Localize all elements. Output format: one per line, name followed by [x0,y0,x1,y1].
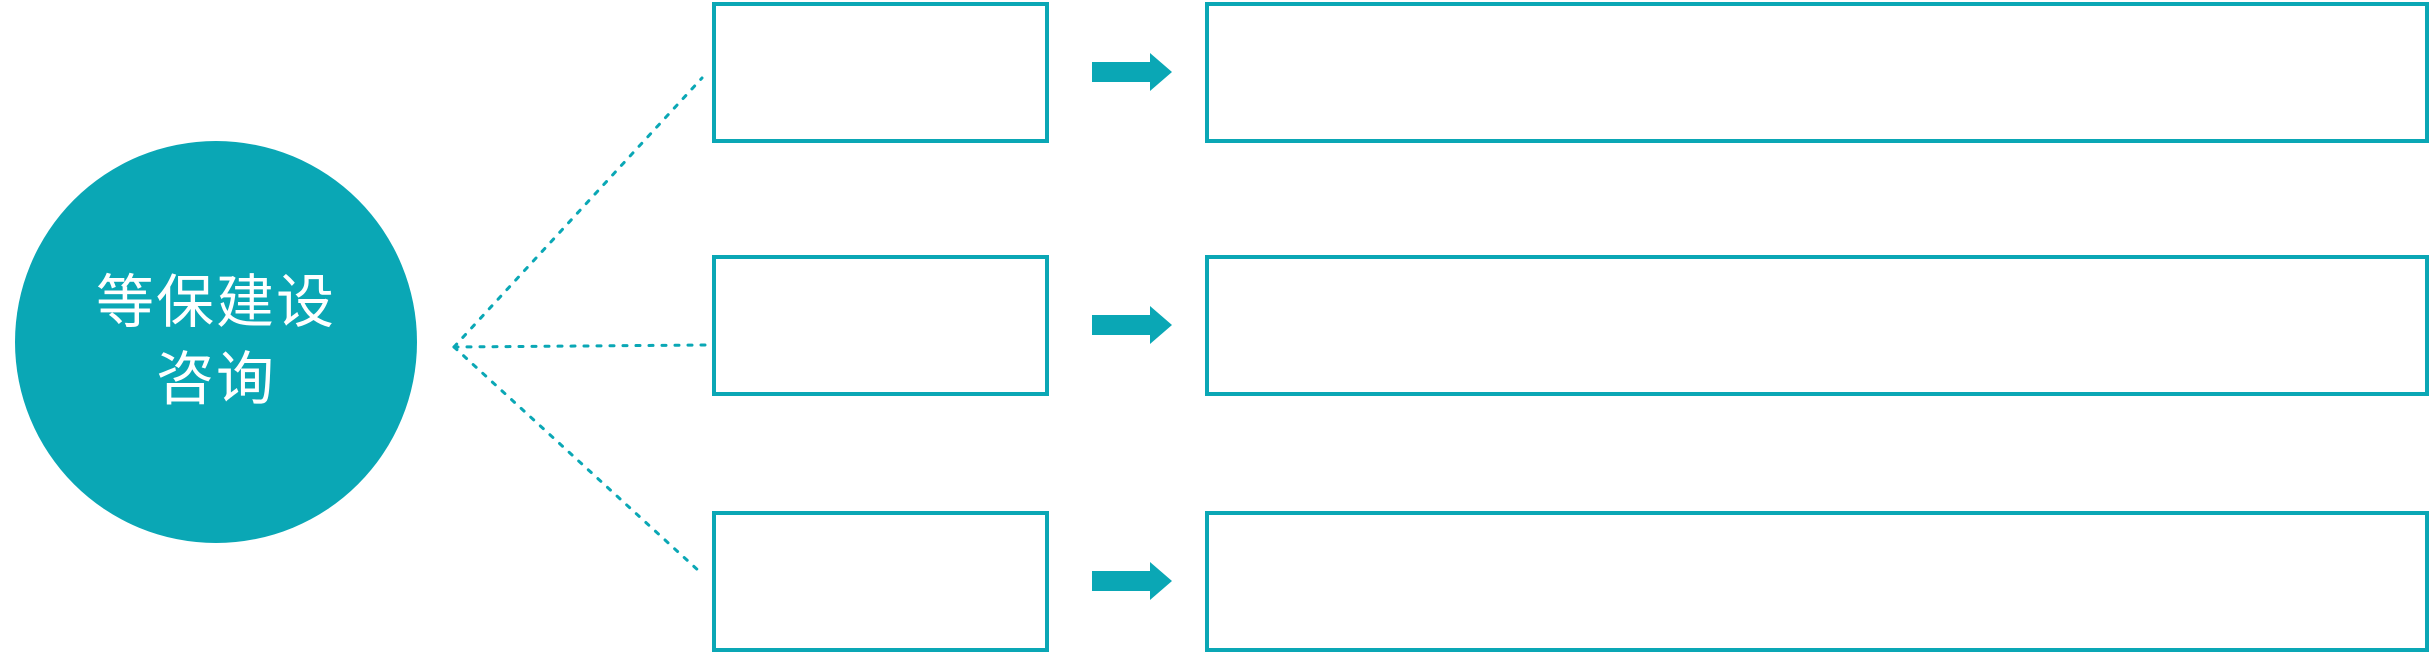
detail-box-1 [1205,2,2429,143]
detail-box-2 [1205,255,2429,396]
hub-title-line1: 等保建设 [95,270,336,336]
block-arrow-right-icon [1092,53,1172,91]
hub-title-line2: 咨询 [155,347,276,412]
connector-line-bottom [452,345,702,574]
step-box-1 [712,2,1049,143]
connector-line-middle [452,343,709,349]
block-arrow-right-icon [1092,306,1172,344]
connector-line-top [452,76,704,349]
detail-box-3 [1205,511,2429,652]
hub-circle: 等保建设 咨询 [15,141,417,543]
block-arrow-right-icon [1092,562,1172,600]
step-box-3 [712,511,1049,652]
step-box-2 [712,255,1049,396]
